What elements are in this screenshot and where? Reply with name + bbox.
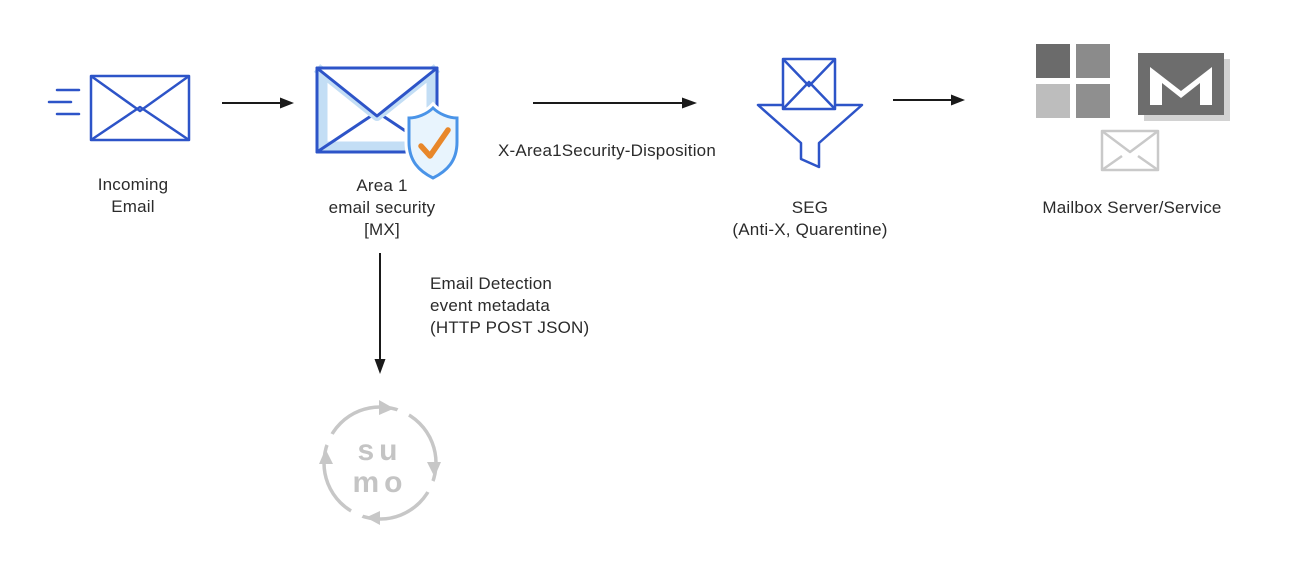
metadata-label: Email Detection event metadata (HTTP POS…	[430, 274, 590, 337]
check-icon	[418, 127, 451, 159]
envelope-icon	[89, 74, 191, 142]
incoming-email-icon	[47, 74, 191, 142]
incoming-email-label: Incoming Email	[97, 175, 169, 216]
sumo-logic-logo-icon: su mo	[319, 400, 441, 525]
arrow-seg-to-mailbox	[893, 94, 965, 106]
arrow-area1-to-sumo	[374, 253, 386, 374]
seg-label: SEG (Anti-X, Quarentine)	[732, 198, 888, 239]
mailbox-label: Mailbox Server/Service	[1042, 198, 1222, 217]
speed-lines-icon	[47, 88, 81, 116]
arrow-area1-to-seg	[533, 97, 697, 109]
envelope-icon	[781, 57, 837, 111]
seg-funnel-icon	[756, 57, 864, 169]
gmail-icon	[1138, 53, 1230, 121]
envelope-outline-icon	[1100, 129, 1160, 172]
sumo-wordmark-top: su	[357, 434, 402, 467]
sumo-wordmark-bottom: mo	[353, 466, 408, 499]
microsoft-logo-icon	[1036, 44, 1110, 118]
area1-envelope-shield-icon	[313, 64, 462, 180]
funnel-icon	[756, 103, 864, 169]
arrow-incoming-to-area1	[222, 97, 294, 109]
shield-check-icon	[404, 101, 462, 180]
disposition-header-label: X-Area1Security-Disposition	[498, 141, 716, 160]
area1-label: Area 1 email security [MX]	[328, 176, 436, 239]
